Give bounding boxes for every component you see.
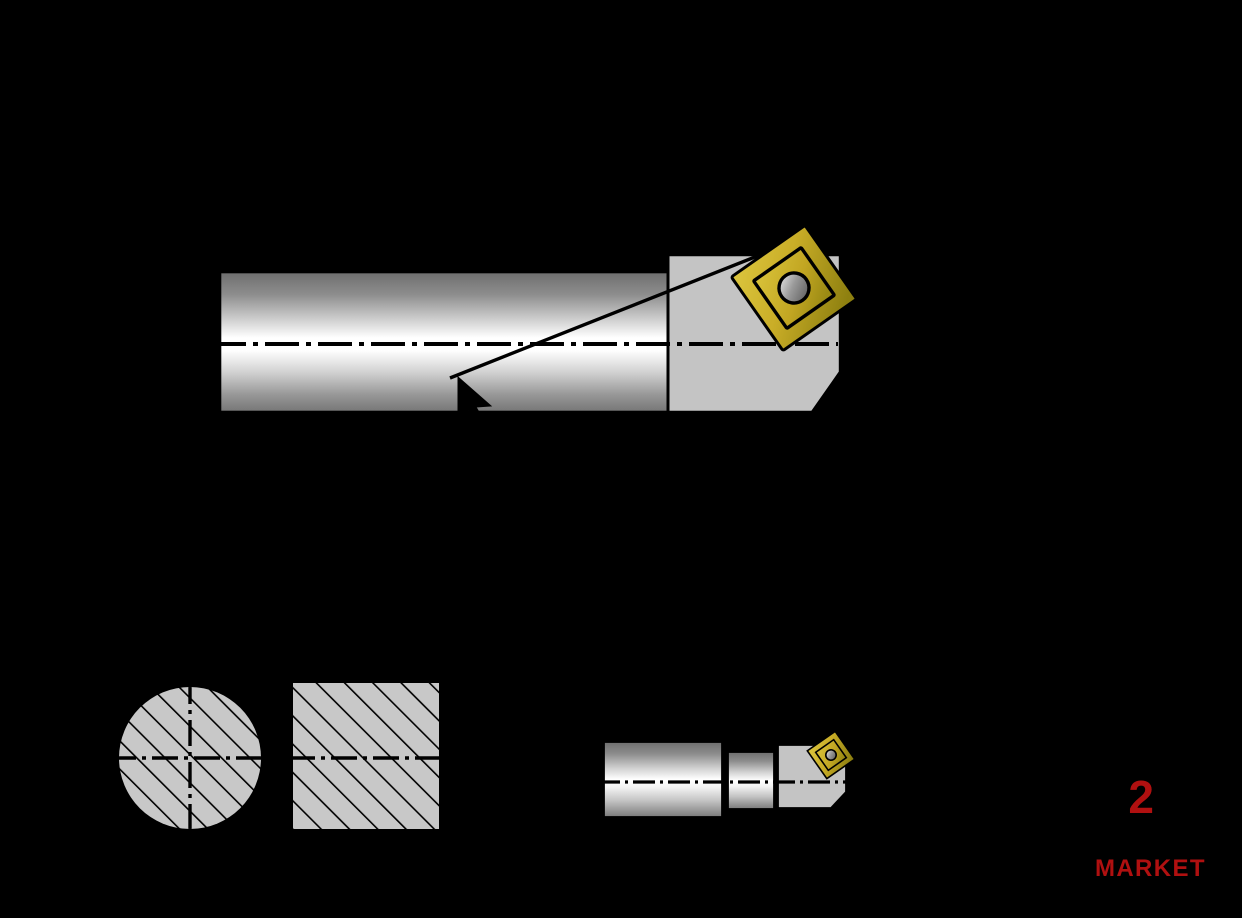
carbide-insert <box>730 224 858 352</box>
section-views <box>119 683 439 829</box>
mini-carbide-insert <box>806 730 856 780</box>
main-tool-view <box>212 224 858 426</box>
watermark-word: MARKET <box>1094 855 1206 882</box>
leader-line <box>449 249 771 380</box>
mini-shank-long <box>603 741 723 818</box>
insert-screw-hole <box>777 271 811 305</box>
round-section-fill <box>119 687 261 829</box>
mouse-cursor-icon <box>457 375 493 426</box>
round-shank-section <box>119 687 261 829</box>
mini-insert-screw-hole <box>824 748 837 761</box>
mini-tool-view <box>598 730 856 818</box>
square-shank-section <box>293 683 439 829</box>
watermark-number: 2 <box>1128 771 1154 823</box>
square-section-fill <box>293 683 439 829</box>
